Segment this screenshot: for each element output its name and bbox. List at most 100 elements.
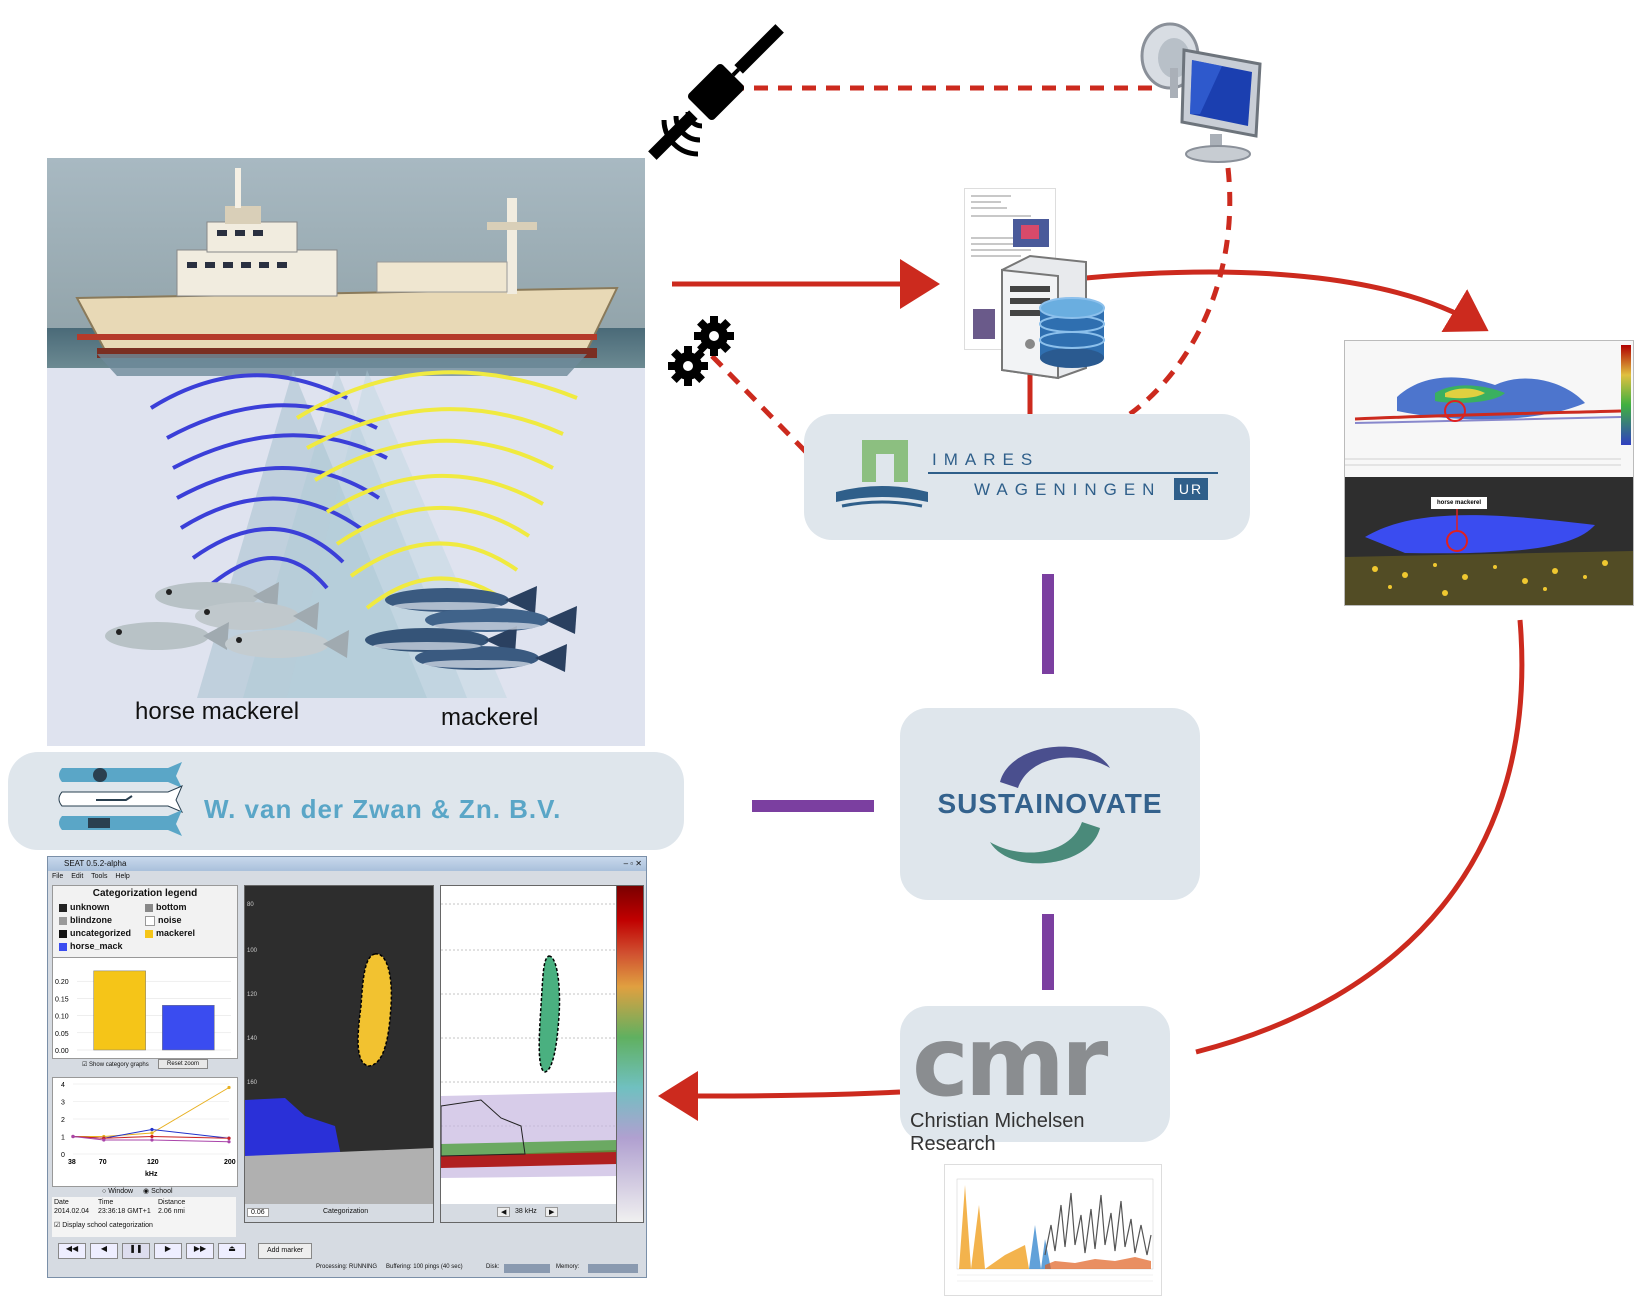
bar-y-tick: 0.10 (55, 1014, 69, 1021)
display-school-cat-checkbox[interactable]: ☑ Display school categorization (54, 1222, 153, 1229)
depth-tick: 140 (247, 1036, 258, 1042)
gears-icon (668, 316, 734, 386)
seat-menu-bar: File Edit Tools Help (52, 873, 136, 880)
seat-title-bar: SEAT 0.5.2-alpha (48, 857, 646, 871)
depth-tick: 100 (247, 948, 258, 954)
menu-tools[interactable]: Tools (91, 873, 108, 880)
memory-meter (588, 1264, 638, 1273)
zwan-fish-logo (58, 762, 184, 836)
echogram-classified (1345, 477, 1633, 605)
legend-item-noise: noise (145, 915, 182, 926)
line-y-tick: 4 (61, 1082, 65, 1089)
imares-subtitle: WAGENINGEN (974, 480, 1162, 499)
add-marker-button[interactable]: Add marker (258, 1243, 313, 1259)
legend-item-blindzone: blindzone (59, 915, 112, 925)
line-x-label: kHz (145, 1171, 158, 1178)
radio-school[interactable]: ◉ School (143, 1188, 173, 1195)
line-series-0 (73, 1087, 230, 1137)
show-category-graphs-checkbox[interactable]: ☑ Show category graphs (82, 1062, 149, 1068)
depth-tick: 160 (247, 1080, 258, 1086)
bar-y-tick: 0.00 (55, 1048, 69, 1055)
line-point (150, 1134, 154, 1139)
cmr-name: Christian Michelsen Research (910, 1110, 1085, 1155)
line-point (150, 1131, 154, 1135)
bar-y-tick: 0.05 (55, 1031, 69, 1038)
imares-ur-badge: UR (1174, 478, 1208, 500)
sustainovate-name: SUSTAINOVATE (937, 788, 1163, 819)
legend-item-bottom: bottom (145, 902, 187, 912)
line-point (150, 1127, 154, 1132)
memory-status: Memory: (556, 1264, 580, 1270)
sv-echogram: ◀ 38 kHz ▶ (440, 885, 618, 1223)
line-y-tick: 2 (61, 1117, 65, 1124)
echogram-multifrequency (1345, 341, 1633, 477)
frequency-selector: ◀ 38 kHz ▶ (441, 1204, 617, 1222)
line-point (71, 1134, 75, 1139)
line-point (227, 1140, 231, 1144)
legend-item-unknown: unknown (59, 902, 110, 912)
imares-card: IMARES WAGENINGEN UR (804, 414, 1250, 540)
next-frequency-button[interactable]: ▶ (545, 1207, 559, 1217)
imares-title: IMARES (932, 450, 1040, 469)
threshold-spinner[interactable]: 0.06 (247, 1208, 269, 1217)
categorization-footer: 0.06 Categorization (245, 1204, 433, 1222)
imares-logo (836, 440, 928, 508)
reset-zoom-button[interactable]: Reset zoom (158, 1059, 209, 1069)
pause-button[interactable]: ❚❚ (122, 1243, 150, 1259)
seat-window: SEAT 0.5.2-alpha – ▫ ✕ File Edit Tools H… (47, 856, 647, 1278)
database-server-icon (1001, 254, 1105, 380)
horse-mackerel-label: horse mackerel (135, 698, 300, 725)
line-x-tick: 120 (147, 1159, 159, 1166)
imares-rule (928, 472, 1218, 474)
cmr-logo: cmr (912, 1006, 1108, 1118)
line-y-tick: 3 (61, 1100, 65, 1107)
step-back-button[interactable]: ◀ (90, 1243, 118, 1259)
ship-sonar-panel: horse mackerel mackerel (47, 158, 645, 746)
server-echogram-arrow (1085, 269, 1489, 333)
cmr-card: cmr Christian Michelsen Research (900, 1006, 1170, 1155)
graph-controls: ☑ Show category graphs Reset zoom (52, 1057, 236, 1075)
satellite-icon (648, 24, 784, 160)
time-header: Time (98, 1199, 114, 1206)
monitor-dish-icon (1140, 22, 1262, 163)
bar-y-tick: 0.15 (55, 996, 69, 1003)
legend-item-uncategorized: uncategorized (59, 928, 131, 938)
menu-edit[interactable]: Edit (71, 873, 84, 880)
menu-help[interactable]: Help (115, 873, 130, 880)
monitor-imares-link (1128, 167, 1233, 417)
step-forward-button[interactable]: ▶ (154, 1243, 182, 1259)
depth-tick: 120 (247, 992, 258, 998)
horse-mackerel-fish (105, 582, 349, 658)
disk-status: Disk: (486, 1264, 500, 1270)
line-x-tick: 70 (99, 1159, 107, 1166)
prev-frequency-button[interactable]: ◀ (497, 1207, 511, 1217)
bar-horse_mack (162, 1005, 215, 1051)
fast-forward-button[interactable]: ▶▶ (186, 1243, 214, 1259)
categorization-label: Categorization (323, 1208, 369, 1215)
line-series-2 (72, 1135, 230, 1139)
menu-file[interactable]: File (52, 873, 64, 880)
ship-illustration (75, 168, 619, 698)
zwan-name: W. van der Zwan & Zn. B.V. (204, 794, 562, 824)
line-point (227, 1136, 231, 1140)
playback-toolbar: ◀◀ ◀ ❚❚ ▶ ▶▶ ⏏ Add marker (52, 1243, 642, 1259)
eject-button[interactable]: ⏏ (218, 1243, 246, 1259)
window-controls[interactable]: – ▫ ✕ (623, 859, 642, 868)
line-point (150, 1138, 154, 1142)
line-y-tick: 0 (61, 1152, 65, 1159)
mackerel-fish (365, 586, 577, 672)
rewind-button[interactable]: ◀◀ (58, 1243, 86, 1259)
bar-mackerel (93, 970, 146, 1051)
radio-window[interactable]: ○ Window (102, 1188, 134, 1195)
time-series-thumbnail (944, 1164, 1162, 1296)
echogram-cmr-link (1195, 619, 1525, 1055)
view-mode-radios: ○ Window ◉ School (102, 1187, 173, 1195)
line-x-tick: 200 (224, 1159, 236, 1166)
echogram-image: horse mackerel (1344, 340, 1634, 606)
status-bar: Processing: RUNNING Buffering: 100 pings… (52, 1263, 642, 1275)
sustainovate-logo (990, 746, 1110, 864)
line-y-tick: 1 (61, 1135, 65, 1142)
depth-tick: 80 (247, 902, 254, 908)
